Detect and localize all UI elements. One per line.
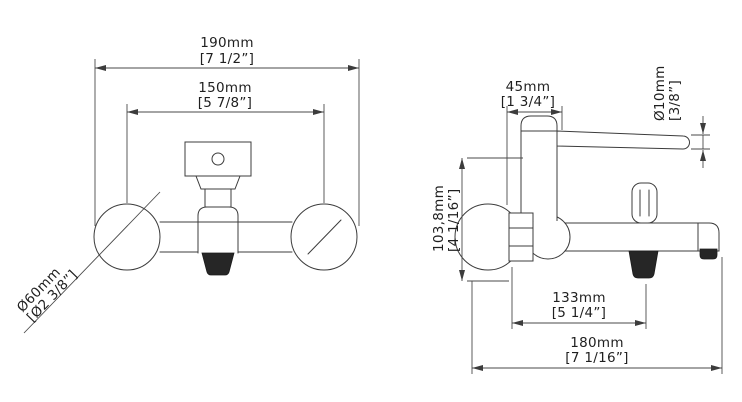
shower-outlet-knob [631, 182, 658, 224]
dim-d10-metric: Ø10mm [652, 65, 668, 121]
dim-180-imperial: [7 1/16”] [565, 350, 628, 366]
body-column [520, 115, 558, 221]
diverter-knob-front [201, 252, 235, 276]
dim-150-imperial: [5 7/8”] [198, 95, 253, 111]
dim-side-body-width: 45mm [1 3/4”] [501, 79, 563, 205]
dim-150-metric: 150mm [198, 80, 252, 96]
dim-side-height: 103,8mm [4 1/16”] [431, 157, 523, 282]
dim-133-imperial: [5 1/4”] [552, 305, 607, 321]
shine-line [307, 219, 342, 255]
dim-spout-reach: 133mm [5 1/4”] [511, 267, 647, 329]
cartridge-neck [204, 188, 232, 208]
dim-overall-depth: 180mm [7 1/16”] [471, 257, 723, 374]
dim-1038-metric: 103,8mm [431, 185, 447, 252]
lever-handle [556, 130, 690, 150]
diverter-knob-side [628, 250, 659, 279]
dim-front-hole-spacing: 150mm [5 7/8”] [126, 80, 325, 203]
dim-190-imperial: [7 1/2”] [200, 51, 255, 67]
set-screw [211, 152, 225, 166]
center-body-face [198, 221, 238, 253]
dim-d10-imperial: [3/8”] [667, 80, 683, 121]
wall-nut [508, 212, 534, 262]
dim-1038-imperial: [4 1/16”] [446, 189, 462, 252]
body-shoulder [197, 206, 239, 223]
side-view [454, 115, 720, 279]
dim-lever-diameter: Ø10mm [3/8”] [652, 65, 710, 168]
front-view [93, 141, 358, 276]
dim-133-metric: 133mm [552, 290, 606, 306]
spout-tip [697, 222, 720, 252]
dim-190-metric: 190mm [200, 35, 254, 51]
spout-body [560, 223, 700, 251]
left-escutcheon [93, 203, 161, 271]
dim-45-imperial: [1 3/4”] [501, 94, 556, 110]
dim-45-metric: 45mm [506, 79, 551, 95]
handle-flange [195, 175, 241, 190]
dim-180-metric: 180mm [570, 335, 624, 351]
aerator [699, 248, 718, 260]
dim-front-overall-width: 190mm [7 1/2”] [94, 35, 360, 226]
